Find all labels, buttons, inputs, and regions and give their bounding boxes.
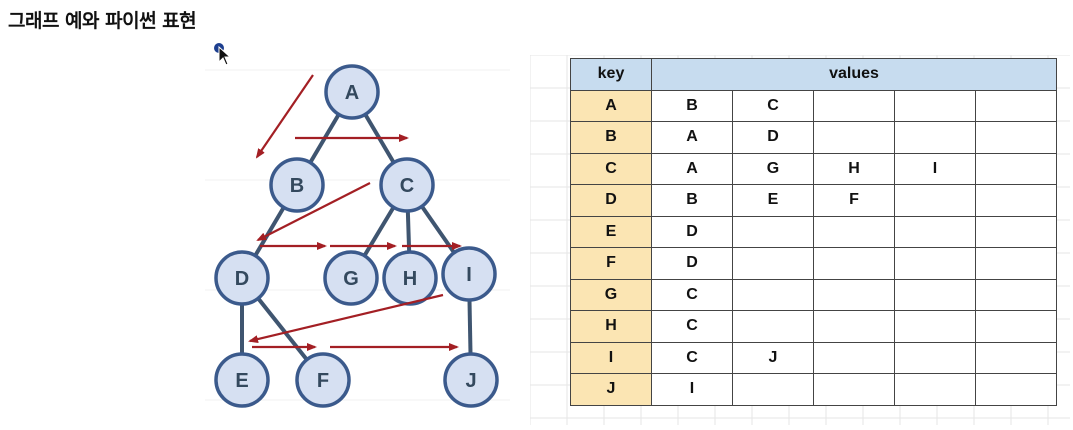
value-cell: D	[732, 121, 814, 154]
value-cell	[894, 278, 976, 311]
value-cell	[975, 373, 1057, 406]
key-cell: C	[570, 152, 652, 185]
value-cell: D	[651, 247, 733, 280]
values-header: values	[651, 58, 1057, 91]
value-cell	[975, 184, 1057, 217]
value-cell	[975, 89, 1057, 122]
value-cell	[894, 373, 976, 406]
value-cell: I	[894, 152, 976, 185]
value-cell	[894, 247, 976, 280]
page-title: 그래프 예와 파이썬 표현	[8, 10, 197, 32]
value-cell	[894, 89, 976, 122]
value-cell	[975, 341, 1057, 374]
graph-node-D: D	[214, 250, 270, 306]
value-cell	[813, 215, 895, 248]
value-cell	[732, 310, 814, 343]
value-cell	[813, 310, 895, 343]
value-cell: G	[732, 152, 814, 185]
graph-node-A: A	[324, 64, 380, 120]
value-cell	[732, 215, 814, 248]
key-cell: G	[570, 278, 652, 311]
node-label: C	[400, 175, 414, 197]
value-cell: A	[651, 121, 733, 154]
value-cell	[894, 310, 976, 343]
value-cell	[975, 278, 1057, 311]
value-cell: C	[651, 278, 733, 311]
value-cell	[813, 247, 895, 280]
value-cell: I	[651, 373, 733, 406]
value-cell	[975, 247, 1057, 280]
node-label: D	[235, 268, 249, 290]
value-cell: J	[732, 341, 814, 374]
value-cell: C	[651, 341, 733, 374]
key-cell: D	[570, 184, 652, 217]
key-header: key	[570, 58, 652, 91]
value-cell: B	[651, 89, 733, 122]
graph-node-C: C	[379, 157, 435, 213]
value-cell	[894, 215, 976, 248]
graph-node-B: B	[269, 157, 325, 213]
node-label: J	[465, 370, 476, 392]
node-label: F	[317, 370, 329, 392]
value-cell	[813, 278, 895, 311]
value-cell	[732, 278, 814, 311]
graph-node-J: J	[443, 352, 499, 408]
graph-node-I: I	[441, 246, 497, 302]
key-cell: A	[570, 89, 652, 122]
node-label: B	[290, 175, 304, 197]
graph-diagram: A B C D G H I E F J	[205, 64, 510, 408]
value-cell	[732, 247, 814, 280]
value-cell: F	[813, 184, 895, 217]
value-cell	[894, 341, 976, 374]
value-cell	[813, 373, 895, 406]
graph-node-F: F	[295, 352, 351, 408]
graph-node-G: G	[323, 250, 379, 306]
value-cell: B	[651, 184, 733, 217]
key-cell: E	[570, 215, 652, 248]
value-cell	[813, 121, 895, 154]
traversal-arrow	[248, 293, 444, 344]
node-label: E	[235, 370, 248, 392]
value-cell: E	[732, 184, 814, 217]
key-cell: J	[570, 373, 652, 406]
value-cell: C	[651, 310, 733, 343]
value-cell	[975, 152, 1057, 185]
graph-node-E: E	[214, 352, 270, 408]
value-cell	[975, 215, 1057, 248]
key-cell: B	[570, 121, 652, 154]
value-cell: A	[651, 152, 733, 185]
node-label: I	[466, 264, 472, 286]
value-cell	[813, 341, 895, 374]
node-label: A	[345, 82, 359, 104]
value-cell	[894, 184, 976, 217]
node-label: H	[403, 268, 417, 290]
value-cell	[975, 310, 1057, 343]
mouse-cursor-icon	[214, 43, 231, 66]
value-cell	[732, 373, 814, 406]
traversal-arrow	[256, 182, 371, 241]
key-cell: F	[570, 247, 652, 280]
traversal-arrow	[255, 74, 314, 159]
value-cell	[813, 89, 895, 122]
value-cell: H	[813, 152, 895, 185]
graph-node-H: H	[382, 250, 438, 306]
value-cell	[975, 121, 1057, 154]
key-cell: H	[570, 310, 652, 343]
key-cell: I	[570, 341, 652, 374]
value-cell	[894, 121, 976, 154]
value-cell: C	[732, 89, 814, 122]
value-cell: D	[651, 215, 733, 248]
node-label: G	[343, 268, 359, 290]
